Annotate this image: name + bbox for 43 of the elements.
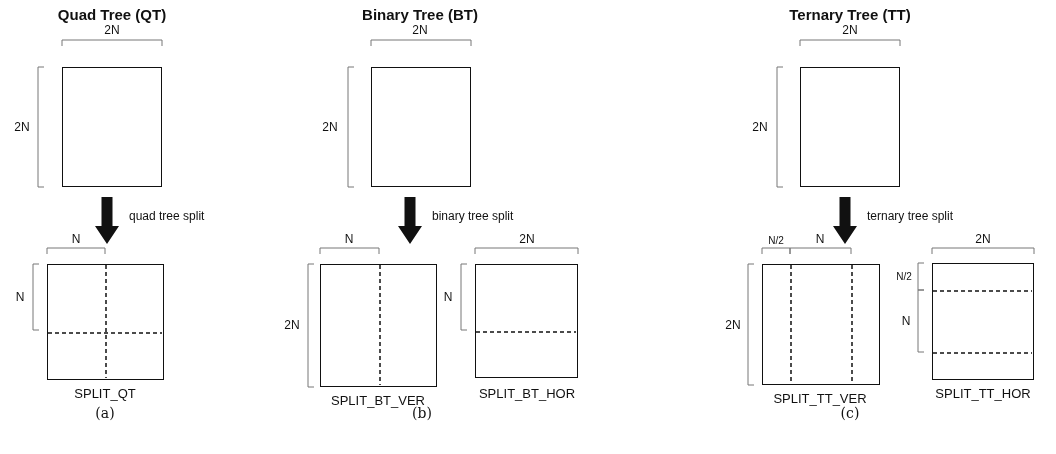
block-square [932, 263, 1034, 380]
dimension-label: 2N [975, 232, 991, 246]
panel-label: (a) [95, 405, 115, 421]
dimension-label: N/2 [768, 234, 784, 246]
dimension-label: N [443, 290, 453, 304]
arrow [95, 197, 119, 244]
panel-title: Ternary Tree (TT) [789, 5, 911, 23]
block-caption: SPLIT_BT_HOR [478, 385, 576, 401]
dimension-label: N/2 [896, 270, 912, 282]
block-caption: SPLIT_TT_VER [773, 390, 867, 406]
dimension-label: 2N [519, 232, 535, 246]
dimension-label: 2N [322, 120, 338, 134]
block-square [800, 67, 900, 187]
block-caption: SPLIT_BT_VER [331, 392, 425, 408]
block-square [62, 67, 162, 187]
dimension-label: 2N [104, 23, 120, 37]
arrow [833, 197, 857, 244]
panel-label: (c) [840, 405, 860, 421]
dimension-label: N [15, 290, 25, 304]
block-square [475, 264, 578, 378]
dimension-label: 2N [284, 318, 300, 332]
dimension-label: 2N [725, 318, 741, 332]
dimension-label: 2N [412, 23, 428, 37]
dimension-label: 2N [14, 120, 30, 134]
dimension-label: N [71, 232, 81, 246]
panel-label: (b) [412, 405, 432, 421]
dimension-label: N [344, 232, 354, 246]
arrow [398, 197, 422, 244]
edge-label: ternary tree split [867, 209, 954, 223]
panel-title: Quad Tree (QT) [57, 5, 167, 23]
block-square [320, 264, 437, 387]
block-caption: SPLIT_TT_HOR [935, 385, 1031, 401]
dimension-label: N [815, 232, 825, 246]
block-square [762, 264, 880, 385]
block-caption: SPLIT_QT [74, 385, 136, 401]
edge-label: quad tree split [129, 209, 205, 223]
panel-title: Binary Tree (BT) [362, 5, 478, 23]
block-square [371, 67, 471, 187]
block-square [47, 264, 164, 380]
dimension-label: 2N [842, 23, 858, 37]
dimension-label: N [901, 314, 911, 328]
edge-label: binary tree split [432, 209, 514, 223]
dimension-label: 2N [752, 120, 768, 134]
